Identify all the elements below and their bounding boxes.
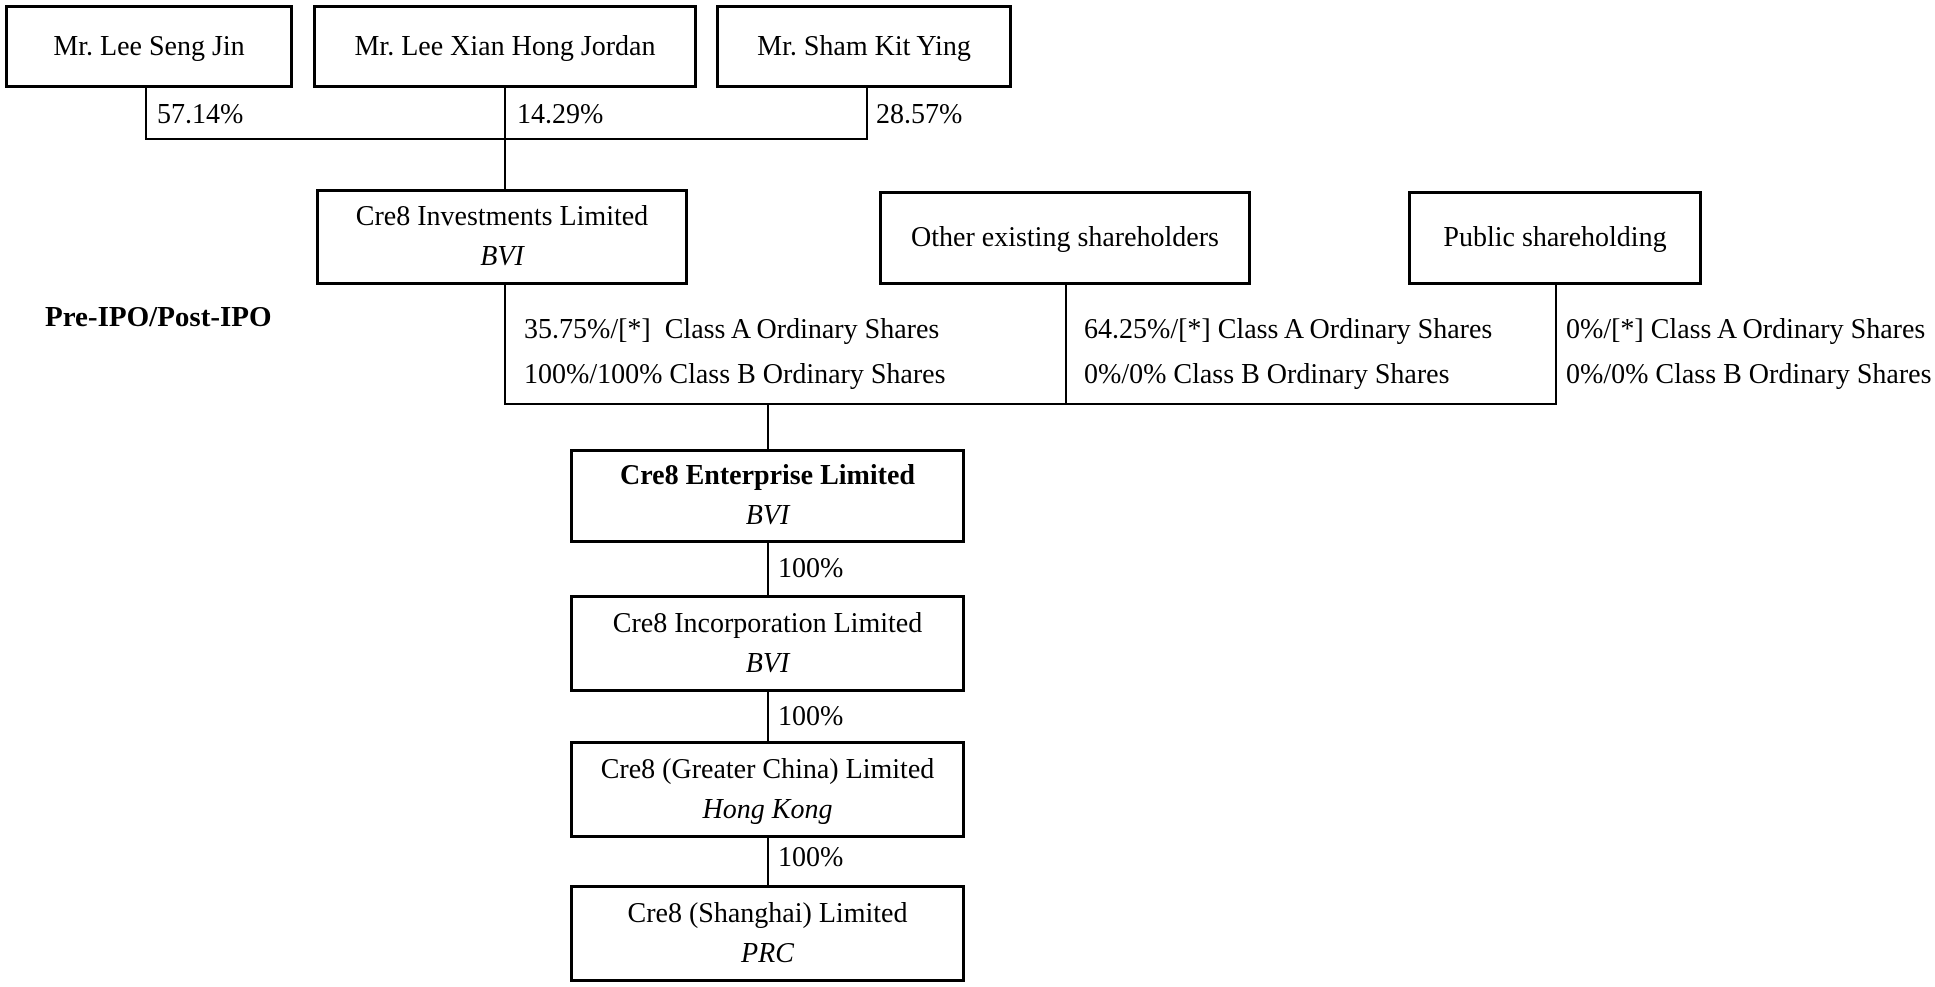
person-name: Mr. Sham Kit Ying xyxy=(757,30,971,62)
connector-greaterchina-shanghai xyxy=(767,836,769,887)
company-name: Other existing shareholders xyxy=(911,222,1219,253)
node-person-lee-xian-hong-jordan: Mr. Lee Xian Hong Jordan xyxy=(313,5,697,88)
ownership-label-incorporation: 100% xyxy=(778,553,844,584)
ownership-label-person-2: 14.29% xyxy=(517,99,604,130)
company-name: Public shareholding xyxy=(1443,222,1667,253)
class-b-label-investments: 100%/100% Class B Ordinary Shares xyxy=(524,359,946,390)
ownership-label-person-1: 57.14% xyxy=(157,99,244,130)
node-cre8-investments: Cre8 Investments Limited BVI xyxy=(316,189,688,285)
connector-enterprise-incorporation xyxy=(767,541,769,597)
node-cre8-greater-china: Cre8 (Greater China) Limited Hong Kong xyxy=(570,741,965,838)
company-name: Cre8 (Shanghai) Limited xyxy=(627,897,908,929)
ownership-label-person-3: 28.57% xyxy=(876,99,963,130)
person-name: Mr. Lee Seng Jin xyxy=(53,30,245,62)
company-name: Cre8 (Greater China) Limited xyxy=(600,753,935,785)
class-a-label-public: 0%/[*] Class A Ordinary Shares xyxy=(1566,314,1926,345)
connector-incorporation-greaterchina xyxy=(767,690,769,743)
company-name: Cre8 Enterprise Limited xyxy=(620,460,915,491)
class-b-label-public: 0%/0% Class B Ordinary Shares xyxy=(1566,359,1932,390)
connector-shareholders-bus xyxy=(504,403,1557,405)
class-a-label-other: 64.25%/[*] Class A Ordinary Shares xyxy=(1084,314,1493,345)
connector-person3-drop xyxy=(866,86,868,139)
company-jurisdiction: BVI xyxy=(745,647,790,679)
class-b-label-other: 0%/0% Class B Ordinary Shares xyxy=(1084,359,1450,390)
connector-other-drop xyxy=(1065,283,1067,405)
class-a-label-investments: 35.75%/[*] Class A Ordinary Shares xyxy=(524,314,940,345)
ownership-label-shanghai: 100% xyxy=(778,842,844,873)
company-name: Cre8 Investments Limited xyxy=(355,201,649,232)
connector-investments-drop xyxy=(504,283,506,405)
company-jurisdiction: PRC xyxy=(741,937,794,969)
node-person-sham-kit-ying: Mr. Sham Kit Ying xyxy=(716,5,1012,88)
connector-public-drop xyxy=(1555,283,1557,405)
node-other-existing-shareholders: Other existing shareholders xyxy=(879,191,1251,285)
company-jurisdiction: BVI xyxy=(480,241,524,272)
node-cre8-shanghai: Cre8 (Shanghai) Limited PRC xyxy=(570,885,965,982)
company-jurisdiction: Hong Kong xyxy=(702,793,833,825)
node-person-lee-seng-jin: Mr. Lee Seng Jin xyxy=(5,5,293,88)
company-jurisdiction: BVI xyxy=(745,500,790,531)
node-public-shareholding: Public shareholding xyxy=(1408,191,1702,285)
company-name: Cre8 Incorporation Limited xyxy=(612,607,923,639)
connector-persons-bus xyxy=(145,138,868,140)
connector-person1-drop xyxy=(145,86,147,139)
ownership-label-greater-china: 100% xyxy=(778,701,844,732)
person-name: Mr. Lee Xian Hong Jordan xyxy=(354,30,656,62)
node-cre8-enterprise: Cre8 Enterprise Limited BVI xyxy=(570,449,965,543)
node-cre8-incorporation: Cre8 Incorporation Limited BVI xyxy=(570,595,965,692)
pre-post-ipo-label: Pre-IPO/Post-IPO xyxy=(45,301,272,333)
connector-enterprise-drop xyxy=(767,403,769,451)
